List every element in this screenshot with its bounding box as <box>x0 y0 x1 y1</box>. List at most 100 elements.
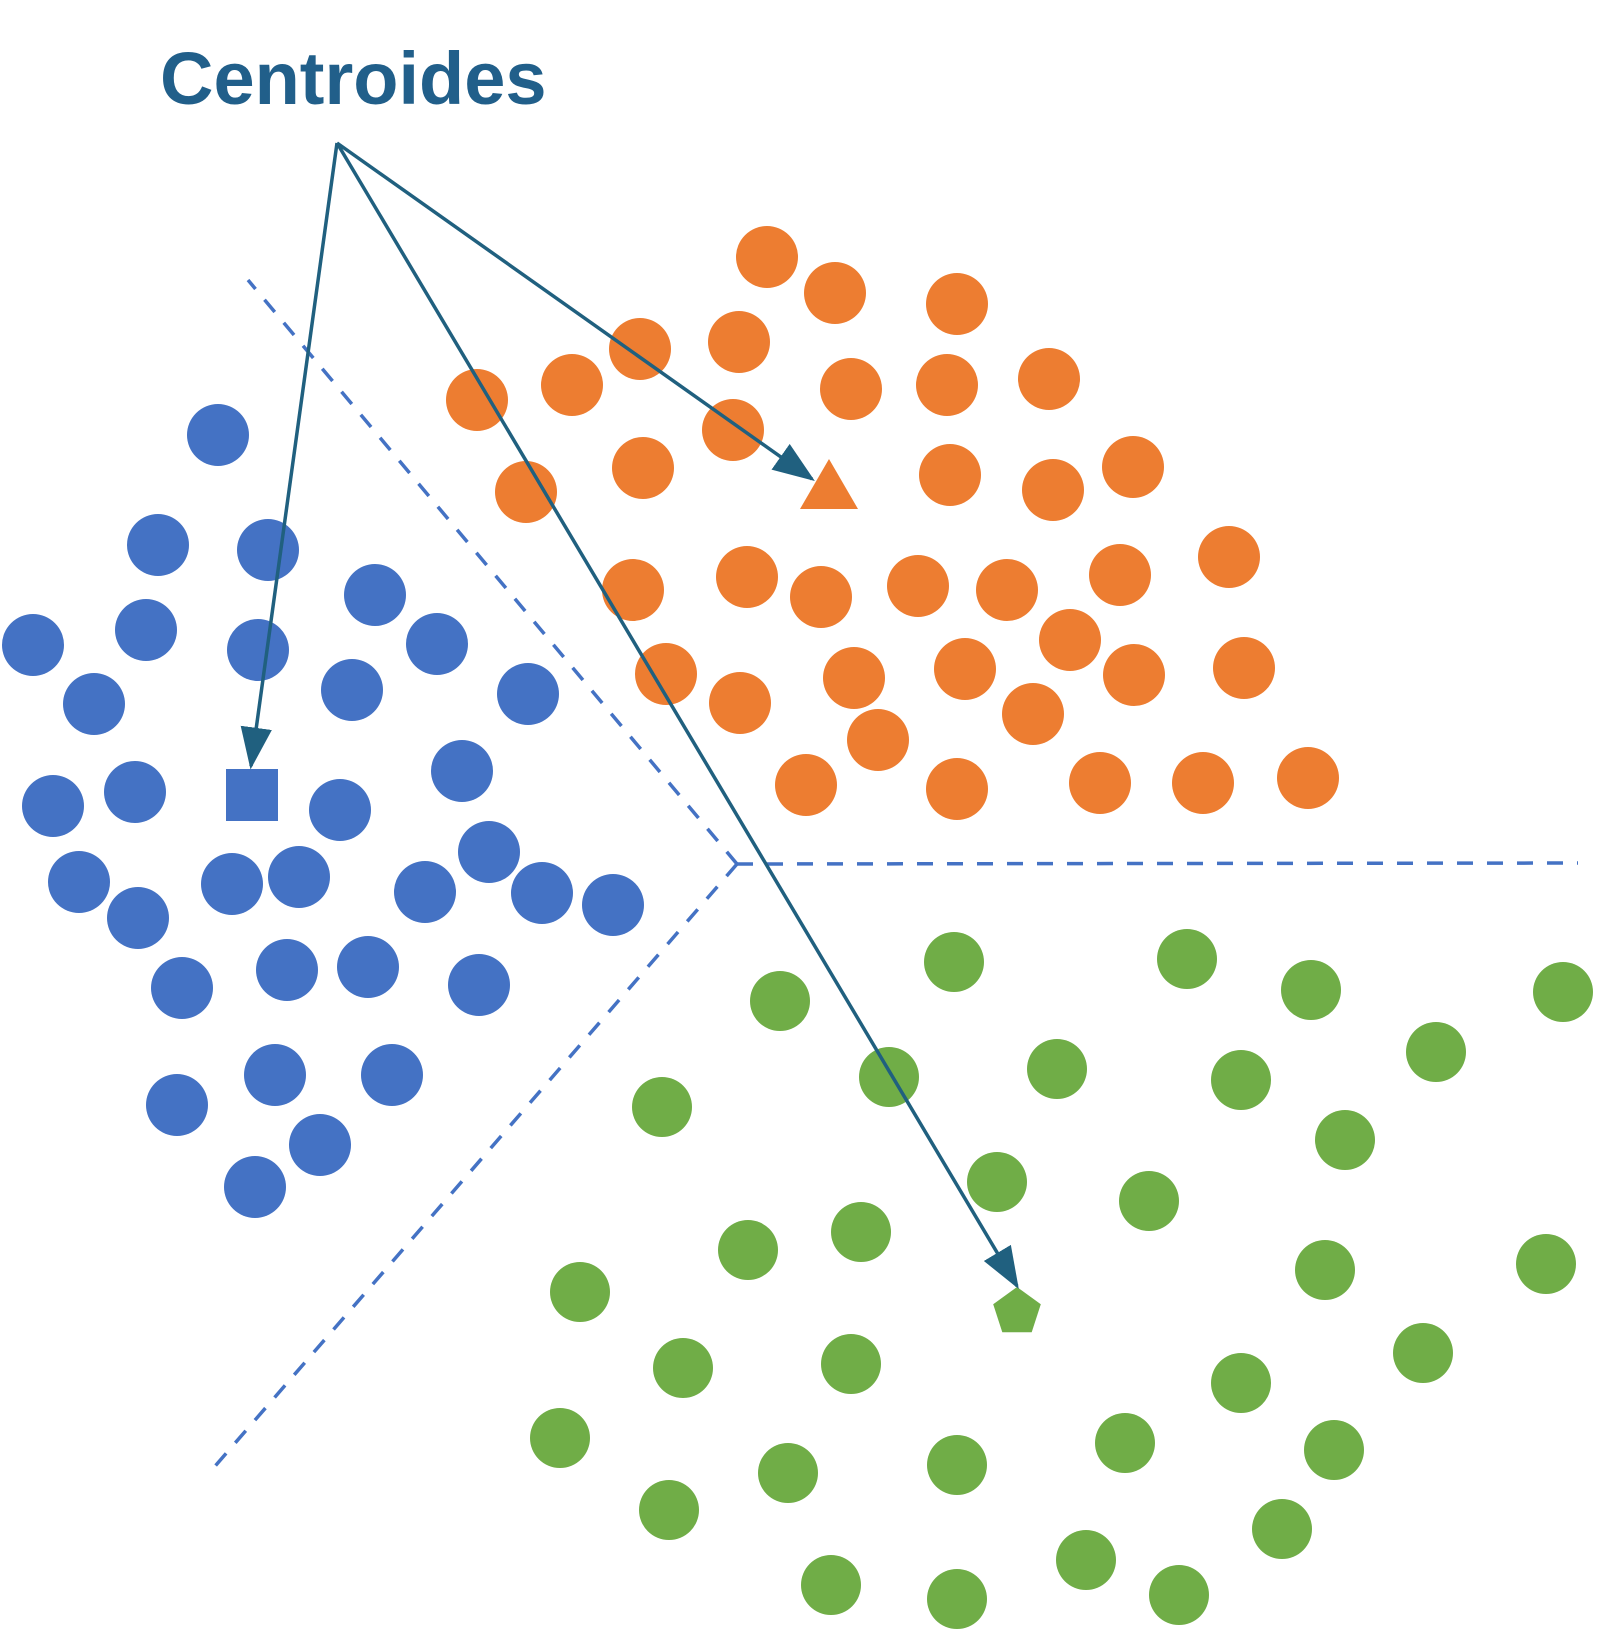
green-data-point <box>927 1435 987 1495</box>
orange-centroid-triangle <box>800 459 858 509</box>
blue-data-point <box>115 599 177 661</box>
centroides-label: Centroides <box>160 37 547 120</box>
orange-data-point <box>790 566 852 628</box>
orange-data-point <box>916 354 978 416</box>
orange-data-point <box>1002 683 1064 745</box>
green-data-point <box>1406 1022 1466 1082</box>
blue-data-point <box>146 1074 208 1136</box>
blue-data-point <box>256 939 318 1001</box>
orange-data-point <box>609 318 671 380</box>
green-data-point <box>1149 1565 1209 1625</box>
blue-data-point <box>394 861 456 923</box>
boundary-right <box>736 861 1579 866</box>
blue-data-point <box>48 851 110 913</box>
blue-data-point <box>361 1044 423 1106</box>
orange-data-point <box>847 709 909 771</box>
blue-data-point <box>431 740 493 802</box>
blue-data-point <box>2 614 64 676</box>
orange-data-point <box>495 461 557 523</box>
orange-data-point <box>602 559 664 621</box>
blue-centroid-square <box>226 769 278 821</box>
orange-data-point <box>775 754 837 816</box>
annotation-arrows <box>240 141 1019 1290</box>
blue-data-point <box>151 957 213 1019</box>
green-data-point <box>1095 1413 1155 1473</box>
orange-data-point <box>716 546 778 608</box>
green-data-point <box>1281 960 1341 1020</box>
orange-data-point <box>934 638 996 700</box>
orange-data-point <box>926 273 988 335</box>
blue-data-point <box>187 404 249 466</box>
orange-data-point <box>635 643 697 705</box>
orange-data-point <box>1102 436 1164 498</box>
blue-data-point <box>309 779 371 841</box>
green-data-point <box>967 1152 1027 1212</box>
orange-data-point <box>1103 644 1165 706</box>
arrow-to-orange-centroid <box>335 141 815 482</box>
green-data-point <box>1252 1499 1312 1559</box>
orange-data-point <box>446 369 508 431</box>
green-data-point <box>1393 1323 1453 1383</box>
green-data-point <box>1533 962 1593 1022</box>
blue-data-point <box>201 853 263 915</box>
green-data-point <box>750 971 810 1031</box>
orange-data-point <box>919 444 981 506</box>
blue-data-point <box>63 673 125 735</box>
green-data-point <box>1315 1110 1375 1170</box>
green-centroid-pentagon <box>993 1287 1041 1333</box>
blue-data-point <box>321 659 383 721</box>
boundary-lower-left <box>208 862 739 1474</box>
green-data-point <box>1027 1039 1087 1099</box>
green-data-point <box>801 1555 861 1615</box>
blue-data-point <box>406 613 468 675</box>
blue-data-point <box>448 954 510 1016</box>
orange-data-point <box>1018 348 1080 410</box>
cluster-orange <box>446 226 1339 820</box>
orange-data-point <box>1069 752 1131 814</box>
blue-data-point <box>458 821 520 883</box>
green-data-point <box>758 1443 818 1503</box>
blue-data-point <box>344 564 406 626</box>
arrow-to-green-centroid <box>335 142 1019 1290</box>
green-data-point <box>1211 1050 1271 1110</box>
orange-data-point <box>612 437 674 499</box>
green-data-point <box>1056 1530 1116 1590</box>
blue-data-point <box>337 936 399 998</box>
green-data-point <box>1516 1234 1576 1294</box>
orange-data-point <box>541 354 603 416</box>
orange-data-point <box>823 647 885 709</box>
green-data-point <box>924 932 984 992</box>
green-data-point <box>927 1569 987 1629</box>
orange-data-point <box>708 311 770 373</box>
blue-data-point <box>582 874 644 936</box>
blue-data-point <box>227 619 289 681</box>
orange-data-point <box>1039 609 1101 671</box>
arrow-to-blue-centroid <box>240 142 339 770</box>
orange-data-point <box>1089 544 1151 606</box>
orange-data-point <box>926 758 988 820</box>
orange-data-point <box>976 559 1038 621</box>
green-data-point <box>1119 1171 1179 1231</box>
blue-data-point <box>22 775 84 837</box>
blue-data-point <box>289 1114 351 1176</box>
orange-data-point <box>736 226 798 288</box>
green-data-point <box>831 1202 891 1262</box>
blue-data-point <box>104 761 166 823</box>
blue-data-point <box>511 862 573 924</box>
blue-data-point <box>127 514 189 576</box>
green-data-point <box>632 1077 692 1137</box>
green-data-point <box>1295 1240 1355 1300</box>
orange-data-point <box>820 358 882 420</box>
orange-data-point <box>1277 747 1339 809</box>
green-data-point <box>1304 1420 1364 1480</box>
blue-data-point <box>107 887 169 949</box>
green-data-point <box>530 1408 590 1468</box>
cluster-blue <box>2 404 644 1218</box>
green-data-point <box>859 1047 919 1107</box>
cluster-green <box>530 929 1593 1629</box>
orange-data-point <box>887 555 949 617</box>
blue-data-point <box>237 519 299 581</box>
orange-data-point <box>1022 459 1084 521</box>
